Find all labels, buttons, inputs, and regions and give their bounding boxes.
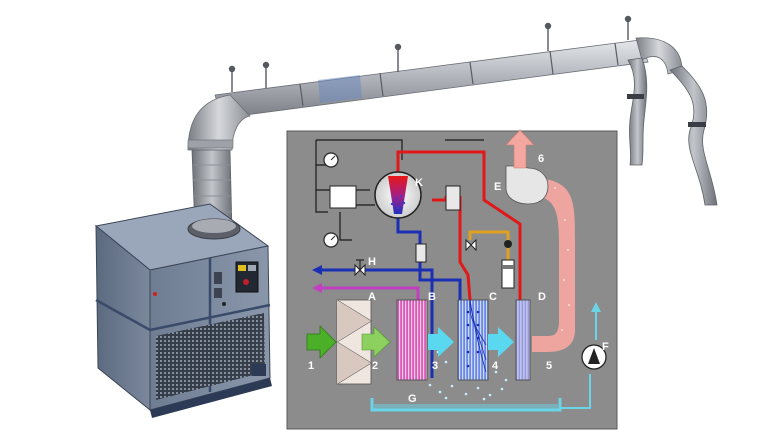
- label-d: D: [538, 291, 546, 303]
- air-dried-arrow: [488, 327, 514, 357]
- water-tray: [370, 302, 601, 412]
- arrow-left-magenta: [312, 283, 322, 293]
- air-duct: [187, 15, 718, 233]
- label-1: 1: [308, 360, 314, 372]
- label-6: 6: [538, 153, 544, 165]
- filter-drier: [501, 259, 515, 289]
- label-3: 3: [432, 360, 438, 372]
- evaporator-dots: [466, 310, 480, 368]
- schematic-panel: K H A B C D E F G 1 2 3 4 5 6: [286, 129, 618, 430]
- label-4: 4: [492, 360, 499, 372]
- condenser-d: [515, 299, 531, 381]
- air-filter: [336, 299, 372, 385]
- process-air-line: [318, 286, 420, 300]
- fan-icon: [505, 165, 549, 205]
- controller-box: [329, 185, 357, 209]
- label-5: 5: [546, 360, 552, 372]
- expansion-valve-body: [445, 185, 461, 211]
- label-b: B: [428, 291, 436, 303]
- air-filtered-arrow: [361, 326, 391, 358]
- sight-glass: [504, 240, 512, 248]
- dehumidifier-cabinet: [94, 203, 272, 418]
- pump-icon: [581, 344, 607, 370]
- label-c: C: [489, 291, 497, 303]
- arrow-left-blue: [312, 265, 322, 275]
- valve-icon: [465, 238, 477, 252]
- label-2: 2: [372, 360, 378, 372]
- pressure-gauge-icon: [323, 152, 339, 168]
- label-f: F: [602, 341, 609, 353]
- label-e: E: [494, 181, 501, 193]
- label-h: H: [368, 256, 376, 268]
- pressure-gauge-icon: [323, 232, 339, 248]
- compressor-icon: [374, 171, 422, 219]
- label-a: A: [368, 291, 376, 303]
- receiver-body: [415, 243, 427, 263]
- label-g: G: [408, 393, 417, 405]
- air-in-arrow: [306, 325, 337, 359]
- exhaust-arrow: [505, 129, 535, 169]
- regeneration-air-duct: [530, 178, 575, 352]
- valve-icon: [354, 259, 366, 277]
- air-cooled-arrow: [428, 327, 454, 357]
- label-k: K: [415, 177, 423, 189]
- heat-exchanger-b: [396, 299, 428, 381]
